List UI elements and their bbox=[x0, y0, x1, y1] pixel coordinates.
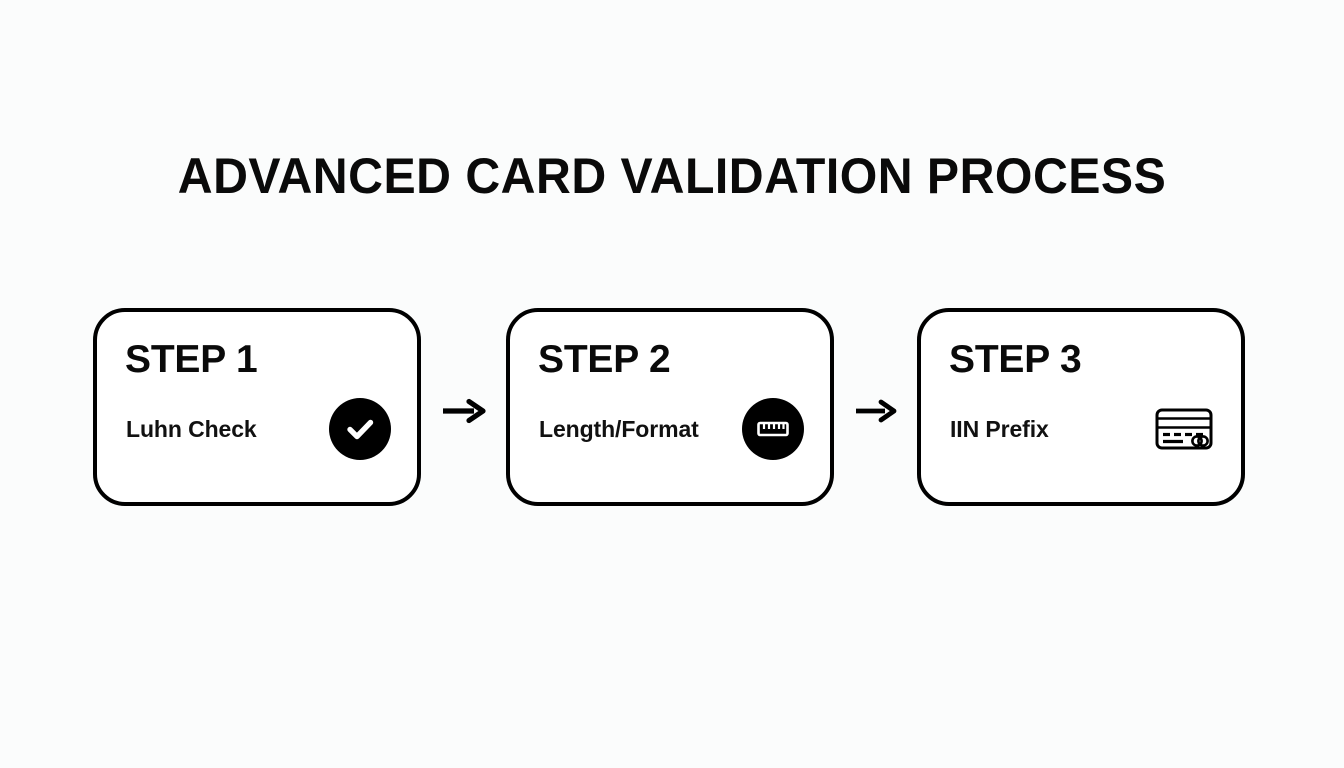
connector-1 bbox=[421, 311, 506, 511]
page-title: ADVANCED CARD VALIDATION PROCESS bbox=[177, 148, 1167, 204]
step-card-3[interactable]: STEP 3 IIN Prefix bbox=[917, 308, 1245, 506]
step-card-3-subtitle: IIN Prefix bbox=[950, 416, 1049, 442]
check-circle-icon bbox=[329, 398, 391, 460]
step-card-1[interactable]: STEP 1 Luhn Check bbox=[93, 308, 421, 506]
step-card-2[interactable]: STEP 2 Length/Format bbox=[506, 308, 834, 506]
process-flow-diagram: STEP 1 Luhn Check STEP 2 Length/Format bbox=[93, 307, 1245, 507]
step-card-1-icon-slot bbox=[328, 397, 392, 461]
connector-2 bbox=[834, 311, 917, 511]
step-card-1-title: STEP 1 bbox=[125, 338, 258, 381]
step-card-3-title: STEP 3 bbox=[949, 338, 1082, 381]
step-card-3-icon-slot bbox=[1152, 397, 1216, 461]
credit-card-icon bbox=[1152, 397, 1216, 461]
step-card-2-icon-slot bbox=[741, 397, 805, 461]
step-card-1-subtitle: Luhn Check bbox=[126, 416, 257, 442]
arrow-right-icon bbox=[855, 399, 896, 423]
step-card-2-title: STEP 2 bbox=[538, 338, 671, 381]
ruler-icon bbox=[742, 398, 804, 460]
arrow-right-icon bbox=[442, 398, 486, 424]
step-card-2-subtitle: Length/Format bbox=[539, 416, 699, 442]
